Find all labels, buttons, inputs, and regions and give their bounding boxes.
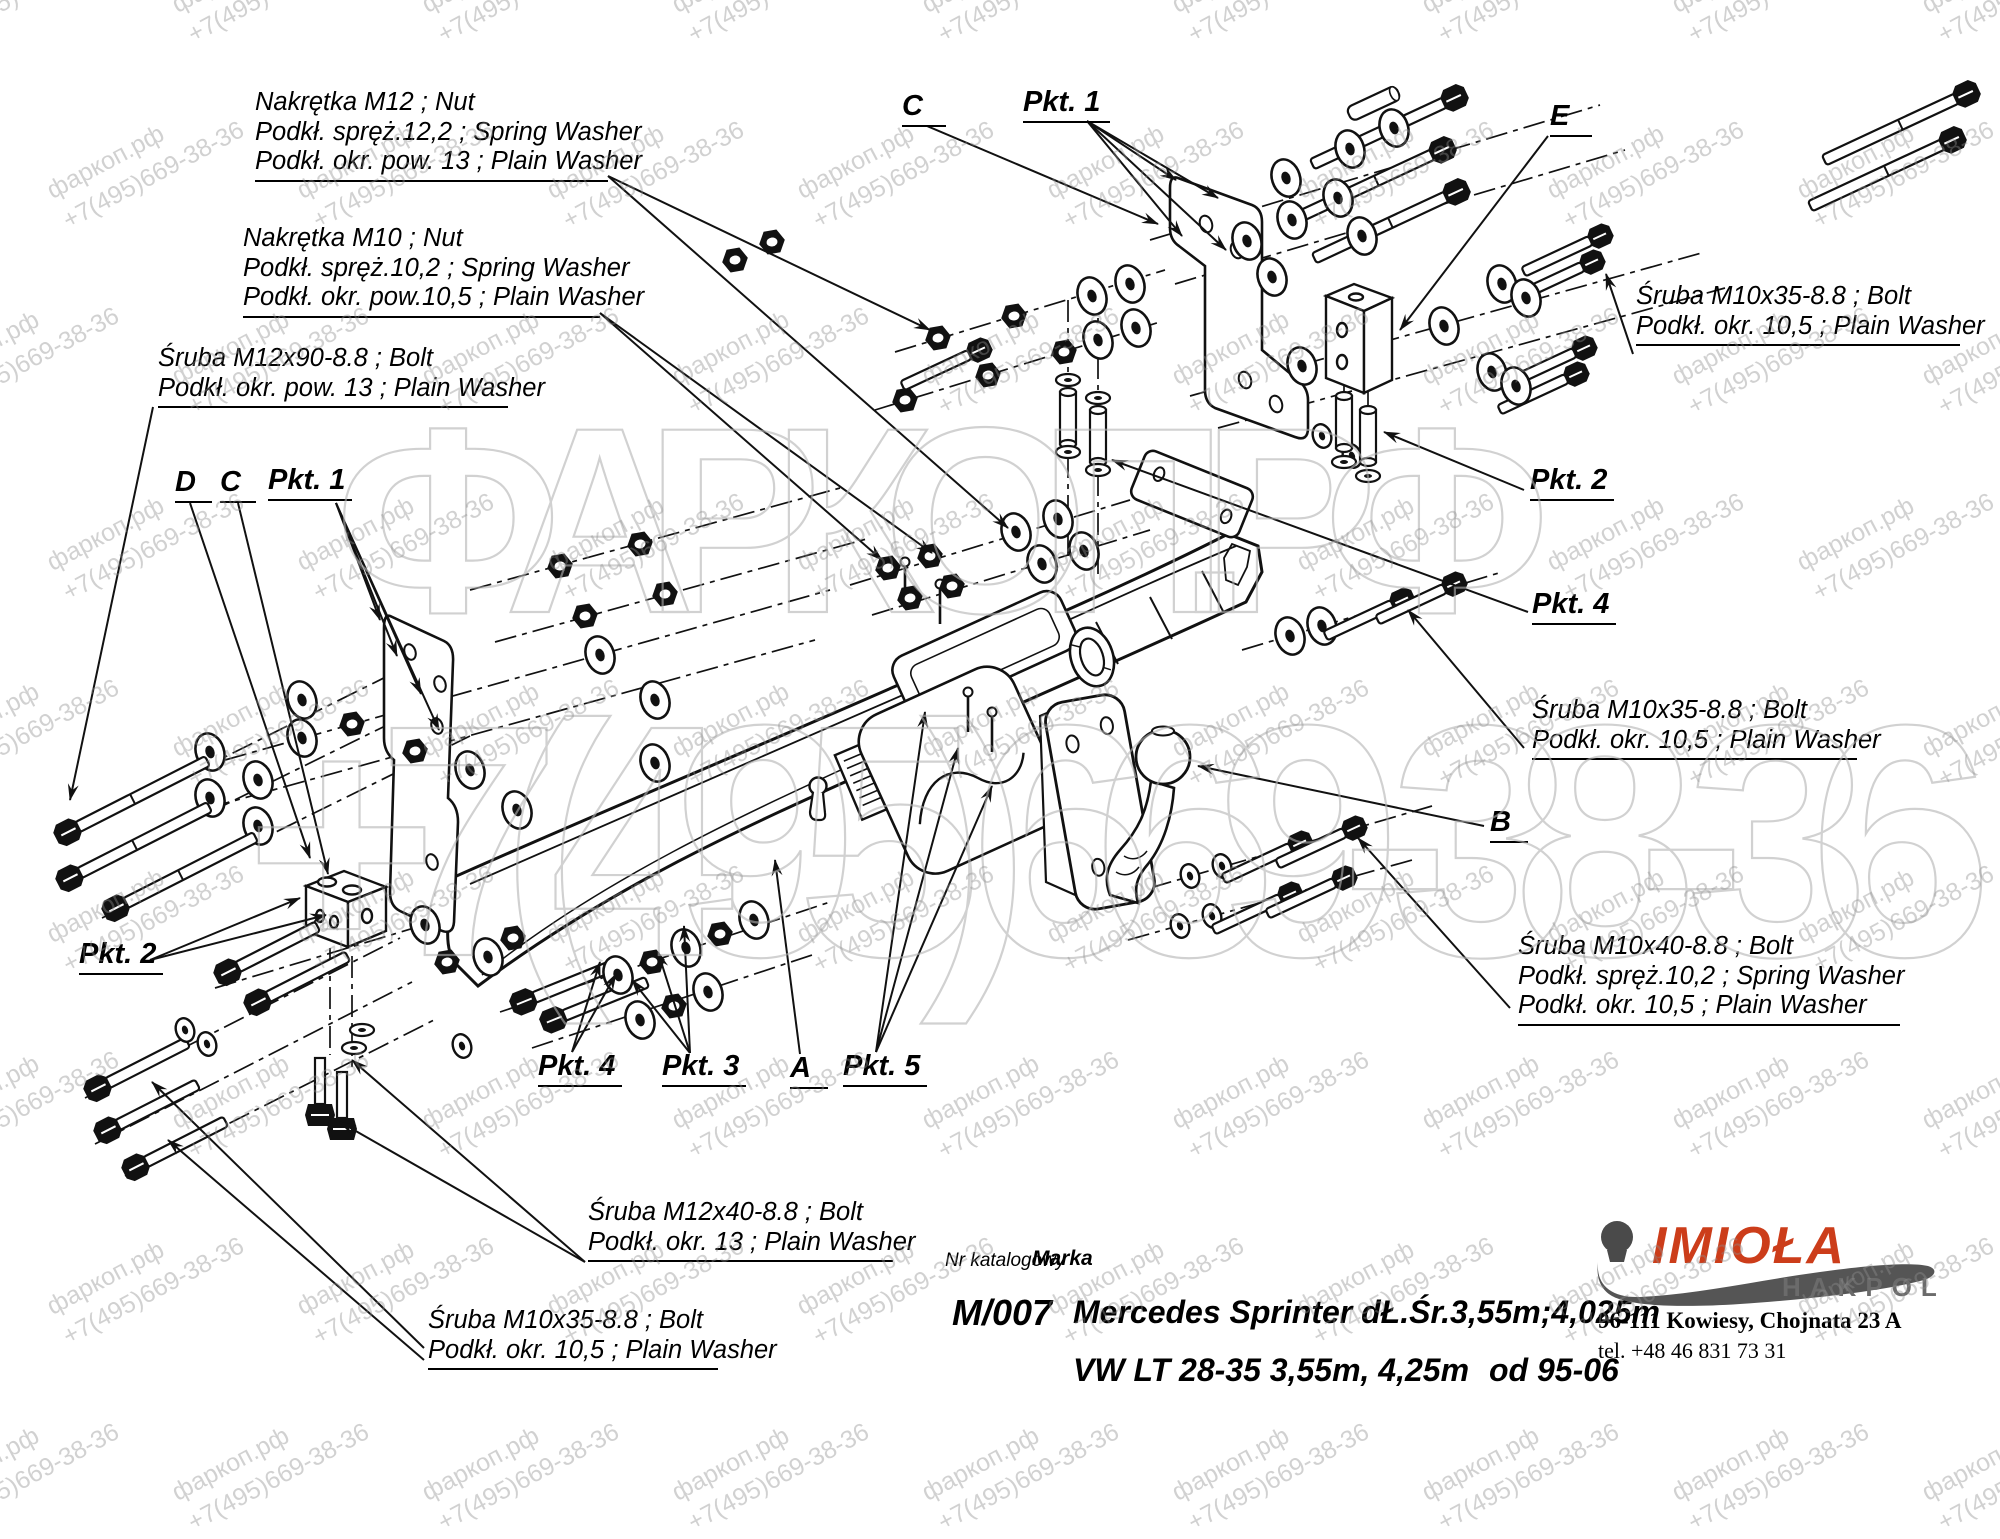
callout-underline xyxy=(1530,499,1614,501)
callout-line: D xyxy=(175,466,196,498)
callout-line: E xyxy=(1550,100,1570,132)
ball-mount xyxy=(1038,693,1192,911)
callout-underline xyxy=(1636,344,1960,346)
callout-underline xyxy=(255,179,608,182)
callout-underline xyxy=(1490,841,1528,843)
callout-pkt4-right: Pkt. 4 xyxy=(1532,588,1616,625)
callout-pkt2-left: Pkt. 2 xyxy=(79,938,163,975)
callout-line: Pkt. 2 xyxy=(1530,464,1608,496)
callout-underline xyxy=(1518,1023,1900,1026)
callout-line: Podkł. spręż.10,2 ; Spring Washer xyxy=(243,253,630,282)
callout-line: Podkł. okr. 10,5 ; Plain Washer xyxy=(428,1335,777,1364)
callout-line: C xyxy=(220,466,241,498)
callout-pkt5-bottom: Pkt. 5 xyxy=(843,1050,927,1087)
callout-b-right: B xyxy=(1490,806,1528,843)
callout-line: Podkł. okr. pow. 13 ; Plain Washer xyxy=(255,147,642,175)
callout-underline xyxy=(175,501,212,503)
end-flange-plate xyxy=(1129,449,1255,539)
callout-line: Podkł. okr. pow.10,5 ; Plain Washer xyxy=(243,283,645,311)
callout-pkt1-top: Pkt. 1 xyxy=(1023,86,1110,123)
callout-d-left: D xyxy=(175,466,212,503)
callout-line: Nakrętka M12 ; Nut xyxy=(255,88,475,116)
callout-underline xyxy=(790,1087,828,1089)
callout-underline xyxy=(158,406,508,408)
callout-line: Pkt. 1 xyxy=(1023,86,1101,118)
callout-underline xyxy=(843,1085,927,1087)
callout-line: Podkł. okr. pow. 13 ; Plain Washer xyxy=(158,373,545,402)
callout-pkt4-bottom: Pkt. 4 xyxy=(538,1050,622,1087)
callout-line: A xyxy=(790,1052,811,1084)
callout-c-left: C xyxy=(220,466,256,503)
callout-line: Podkł. okr. 10,5 ; Plain Washer xyxy=(1636,311,1985,340)
callout-underline xyxy=(588,1260,893,1262)
callout-underline xyxy=(79,973,163,975)
callout-line: Śruba M10x35-8.8 ; Bolt xyxy=(1636,282,1911,310)
callout-underline xyxy=(1532,758,1857,760)
callout-line: Nakrętka M10 ; Nut xyxy=(243,224,463,252)
leader-lines xyxy=(67,120,1634,1361)
callout-e-top: E xyxy=(1550,100,1592,137)
callout-underline xyxy=(220,501,256,503)
callout-line: Podkł. okr. 10,5 ; Plain Washer xyxy=(1518,991,1867,1019)
callout-line: Pkt. 4 xyxy=(538,1050,616,1082)
callout-line: Pkt. 3 xyxy=(662,1050,740,1082)
callout-line: Pkt. 4 xyxy=(1532,588,1610,620)
callout-underline xyxy=(268,499,352,501)
callout-line: Śruba M10x35-8.8 ; Bolt xyxy=(1532,696,1807,724)
callout-line: Pkt. 5 xyxy=(843,1050,921,1082)
callout-line: Podkł. spręż.12,2 ; Spring Washer xyxy=(255,117,642,146)
callout-line: B xyxy=(1490,806,1511,838)
exploded-diagram xyxy=(49,76,1985,1361)
callout-underline xyxy=(902,125,946,127)
callout-underline xyxy=(1023,121,1110,123)
callout-line: Podkł. okr. 13 ; Plain Washer xyxy=(588,1227,916,1256)
callout-line: Podkł. okr. 10,5 ; Plain Washer xyxy=(1532,725,1881,754)
shackle-ring xyxy=(1068,626,1116,688)
callout-line: Pkt. 2 xyxy=(79,938,157,970)
callout-line: Podkł. spręż.10,2 ; Spring Washer xyxy=(1518,961,1905,990)
callout-underline xyxy=(1550,135,1592,137)
callout-pkt1-left: Pkt. 1 xyxy=(268,464,352,501)
callout-c-top: C xyxy=(902,90,946,127)
callout-line: Śruba M12x40-8.8 ; Bolt xyxy=(588,1198,863,1226)
callout-line: Śruba M12x90-8.8 ; Bolt xyxy=(158,344,433,372)
callout-pkt2-right: Pkt. 2 xyxy=(1530,464,1614,501)
bracket-e xyxy=(1322,282,1396,395)
callout-line: Śruba M10x35-8.8 ; Bolt xyxy=(428,1306,703,1334)
callout-underline xyxy=(662,1085,746,1087)
callout-pkt3-bottom: Pkt. 3 xyxy=(662,1050,746,1087)
callout-a-bottom: A xyxy=(790,1052,828,1089)
callout-underline xyxy=(1532,623,1616,625)
callout-underline xyxy=(538,1085,622,1087)
callout-underline xyxy=(243,315,600,318)
callout-line: Śruba M10x40-8.8 ; Bolt xyxy=(1518,932,1793,960)
callout-line: Pkt. 1 xyxy=(268,464,346,496)
callout-underline xyxy=(428,1368,718,1370)
callout-line: C xyxy=(902,90,923,122)
